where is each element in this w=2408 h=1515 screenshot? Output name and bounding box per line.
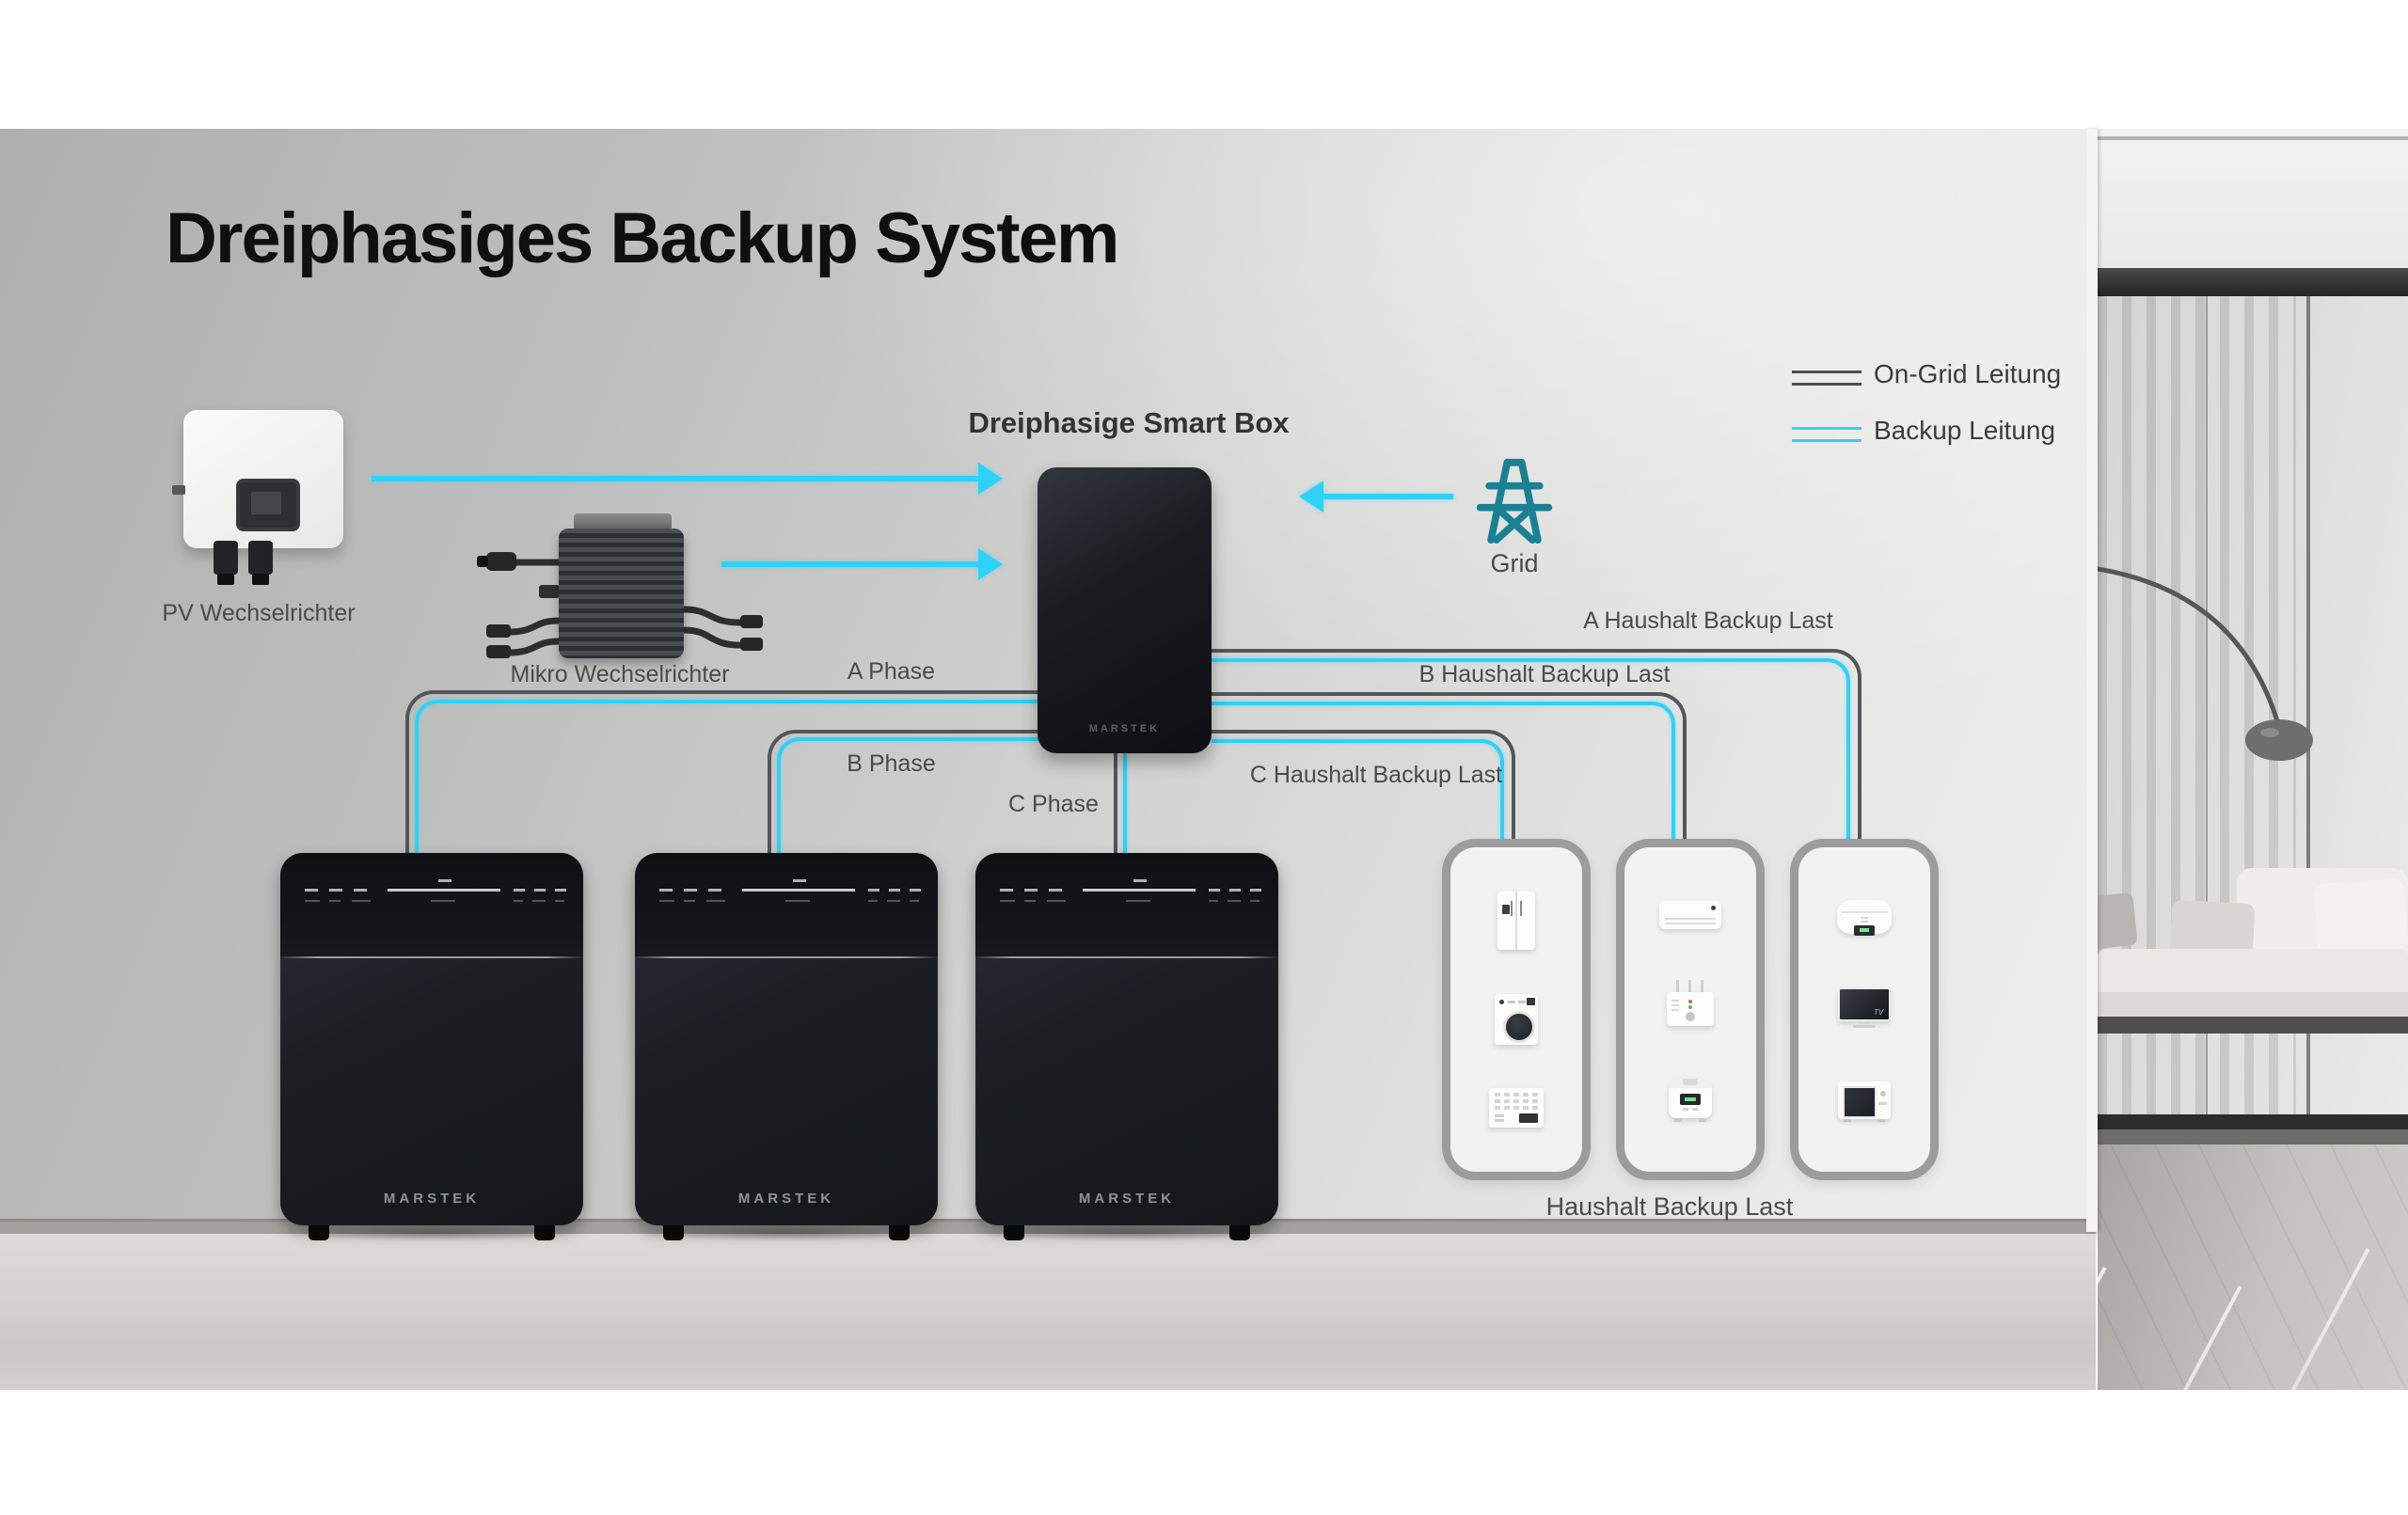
load-a-line: [1212, 649, 1861, 843]
room-photo: [2098, 129, 2408, 1390]
grid-to-box-arrow: [1322, 494, 1453, 499]
grid-pylon-icon: [1476, 458, 1553, 544]
phase-b-line: [768, 730, 1045, 859]
router-icon: [1667, 979, 1714, 1026]
pv-inverter-icon: [172, 410, 343, 585]
av-receiver-icon: [1489, 1088, 1544, 1128]
fridge-icon: [1497, 891, 1535, 950]
washing-machine-icon: [1495, 993, 1538, 1045]
grid-label: Grid: [1490, 549, 1539, 577]
load-b-label: B Haushalt Backup Last: [1418, 661, 1671, 687]
load-b-line: [1212, 692, 1687, 843]
battery-brand: MARSTEK: [1078, 1191, 1176, 1207]
microwave-icon: [1838, 1081, 1891, 1122]
rice-cooker-icon: [1669, 1079, 1712, 1123]
appliance-box-b: [1616, 839, 1765, 1180]
phase-a-line: [405, 690, 1045, 859]
sofa-pillow: [2313, 877, 2408, 956]
pv-inverter-label: PV Wechselrichter: [162, 600, 356, 626]
appliance-box-c: [1442, 839, 1591, 1180]
micro-inverter-label: Mikro Wechselrichter: [510, 661, 730, 687]
load-c-label: C Haushalt Backup Last: [1249, 762, 1503, 788]
water-heater-icon: [1837, 900, 1892, 937]
concrete-floor: [0, 1234, 2096, 1390]
battery-unit-1: MARSTEK: [280, 853, 583, 1225]
smart-box-brand: MARSTEK: [1088, 723, 1161, 734]
phase-b-label: B Phase: [847, 750, 936, 777]
tile-floor: [2098, 1144, 2408, 1390]
battery-unit-3: MARSTEK: [975, 853, 1278, 1225]
load-c-line: [1212, 730, 1515, 843]
arc-lamp-icon: [2098, 566, 2313, 761]
window-header: [2098, 268, 2408, 296]
wall-pillar: [2086, 129, 2098, 1232]
tv-screen-label: TV: [1874, 1007, 1884, 1017]
legend-ongrid-line: [1792, 371, 1861, 386]
phase-c-label: C Phase: [1008, 791, 1099, 817]
micro-to-box-arrow: [721, 561, 978, 567]
legend-backup-line: [1792, 427, 1861, 442]
battery-brand: MARSTEK: [383, 1191, 481, 1207]
pv-to-box-arrow: [372, 476, 978, 481]
smart-box-label: Dreiphasige Smart Box: [968, 406, 1290, 439]
window-track: [2098, 1114, 2408, 1129]
phase-c-line: [1114, 753, 1117, 855]
battery-unit-2: MARSTEK: [635, 853, 938, 1225]
sofa-pillow: [2098, 892, 2138, 950]
load-a-label: A Haushalt Backup Last: [1583, 608, 1833, 634]
phase-a-label: A Phase: [847, 658, 936, 685]
photo-wall: [2098, 129, 2408, 268]
legend-ongrid-label: On-Grid Leitung: [1874, 359, 2062, 388]
battery-brand: MARSTEK: [737, 1191, 835, 1207]
tv-icon: TV: [1838, 986, 1891, 1029]
household-backup-label: Haushalt Backup Last: [1545, 1192, 1794, 1221]
smart-box: MARSTEK: [1038, 467, 1212, 753]
air-conditioner-icon: [1659, 900, 1721, 929]
micro-inverter-icon: [475, 508, 767, 668]
appliance-box-a: TV: [1790, 839, 1939, 1180]
legend-backup-label: Backup Leitung: [1874, 416, 2056, 445]
page-title: Dreiphasiges Backup System: [166, 198, 1119, 278]
